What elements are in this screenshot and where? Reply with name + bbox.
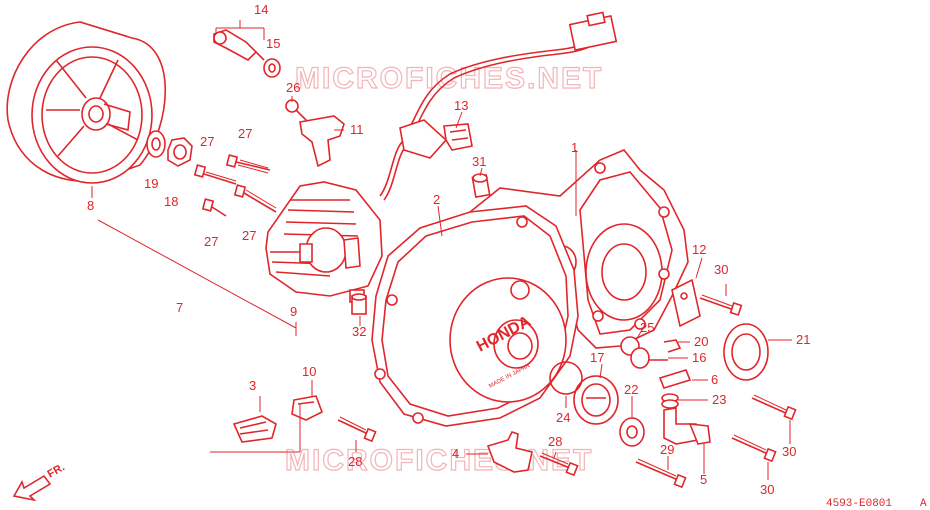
callout-5[interactable]: 5: [700, 472, 707, 487]
spring-part-23[interactable]: [661, 393, 679, 409]
plate-part-6[interactable]: [658, 369, 692, 389]
bolt-part-28-a[interactable]: [337, 416, 377, 443]
callout-4[interactable]: 4: [452, 446, 459, 461]
drawing-code-suffix: A: [920, 498, 927, 510]
clip-part-20[interactable]: [663, 339, 682, 353]
bolt-part-27-d[interactable]: [201, 198, 227, 217]
bolt-part-27-b[interactable]: [193, 164, 237, 185]
callout-31[interactable]: 31: [472, 154, 486, 169]
callout-19[interactable]: 19: [144, 176, 158, 191]
plate-part-12[interactable]: [671, 278, 701, 328]
callout-29[interactable]: 29: [660, 442, 674, 457]
bolt-part-16[interactable]: [630, 347, 668, 369]
drawing-code-text: 4593-E0801: [826, 498, 892, 510]
callout-12[interactable]: 12: [692, 242, 706, 257]
callout-8[interactable]: 8: [87, 198, 94, 213]
drawing-code: 4593-E0801 A: [826, 498, 927, 510]
clamp-part-13[interactable]: [443, 123, 473, 151]
callout-20[interactable]: 20: [694, 334, 708, 349]
callout-7[interactable]: 7: [176, 300, 183, 315]
callout-28-b[interactable]: 28: [548, 434, 562, 449]
callout-18[interactable]: 18: [164, 194, 178, 209]
dowel-part-32[interactable]: [351, 293, 367, 315]
bolt-part-27-c[interactable]: [233, 184, 277, 213]
wire-harness[interactable]: [379, 11, 618, 201]
callout-23[interactable]: 23: [712, 392, 726, 407]
bolt-part-30-b[interactable]: [751, 394, 797, 421]
left-crankcase-cover-part-2[interactable]: HONDA MADE IN JAPAN: [371, 205, 579, 427]
callout-22[interactable]: 22: [624, 382, 638, 397]
flywheel-part-8[interactable]: [6, 21, 167, 184]
grommet-part-14[interactable]: [213, 29, 265, 61]
callout-15[interactable]: 15: [266, 36, 280, 51]
callout-1[interactable]: 1: [571, 140, 578, 155]
washer-part-15[interactable]: [263, 58, 281, 78]
callout-6[interactable]: 6: [711, 372, 718, 387]
cap-part-17[interactable]: [573, 375, 619, 425]
callout-16[interactable]: 16: [692, 350, 706, 365]
stator-part-9[interactable]: [265, 181, 383, 303]
bracket-part-11[interactable]: [299, 115, 345, 168]
bolt-part-28-b[interactable]: [539, 452, 579, 477]
leader-lines: [91, 20, 792, 480]
callout-27-a[interactable]: 27: [200, 134, 214, 149]
callout-27-b[interactable]: 27: [238, 126, 252, 141]
callout-9[interactable]: 9: [290, 304, 297, 319]
callout-32[interactable]: 32: [352, 324, 366, 339]
callout-28-a[interactable]: 28: [348, 454, 362, 469]
callout-25[interactable]: 25: [640, 320, 654, 335]
bolt-part-29[interactable]: [635, 458, 687, 489]
front-arrow-icon: [12, 474, 52, 502]
bracket-part-4[interactable]: [486, 431, 533, 473]
callouts: 1 2 3 4 5 6 7 8 9 10 11 12 13 14 15 16 1…: [87, 2, 810, 497]
washer-part-19[interactable]: [146, 130, 166, 158]
callout-2[interactable]: 2: [433, 192, 440, 207]
bearing-part-22[interactable]: [619, 417, 645, 447]
nut-part-18[interactable]: [167, 137, 193, 167]
callout-24[interactable]: 24: [556, 410, 570, 425]
watermark-top: MICROFICHES.NET: [295, 62, 603, 95]
clip-part-10[interactable]: [291, 395, 324, 421]
bolt-part-30-a[interactable]: [699, 294, 743, 316]
o-ring-part-24[interactable]: [549, 361, 583, 395]
dowel-part-31[interactable]: [471, 173, 491, 198]
bolt-part-27-a[interactable]: [225, 154, 271, 174]
crankcase-cover-part-1[interactable]: [458, 149, 689, 349]
front-direction-indicator: FR.: [12, 461, 67, 502]
callout-30-c[interactable]: 30: [760, 482, 774, 497]
callout-27-c[interactable]: 27: [204, 234, 218, 249]
shift-arm-part-5[interactable]: [663, 407, 711, 445]
callout-17[interactable]: 17: [590, 350, 604, 365]
callout-27-d[interactable]: 27: [242, 228, 256, 243]
callout-11[interactable]: 11: [350, 122, 364, 137]
callout-26[interactable]: 26: [286, 80, 300, 95]
watermark-bottom: MICROFICHES.NET: [285, 444, 593, 477]
callout-14[interactable]: 14: [254, 2, 268, 17]
callout-30-a[interactable]: 30: [714, 262, 728, 277]
callout-10[interactable]: 10: [302, 364, 316, 379]
oil-seal-part-21[interactable]: [723, 323, 769, 381]
callout-3[interactable]: 3: [249, 378, 256, 393]
front-label: FR.: [46, 461, 67, 480]
bolt-part-30-c[interactable]: [731, 434, 777, 463]
clamp-part-3[interactable]: [232, 415, 277, 443]
callout-30-b[interactable]: 30: [782, 444, 796, 459]
callout-21[interactable]: 21: [796, 332, 810, 347]
callout-13[interactable]: 13: [454, 98, 468, 113]
